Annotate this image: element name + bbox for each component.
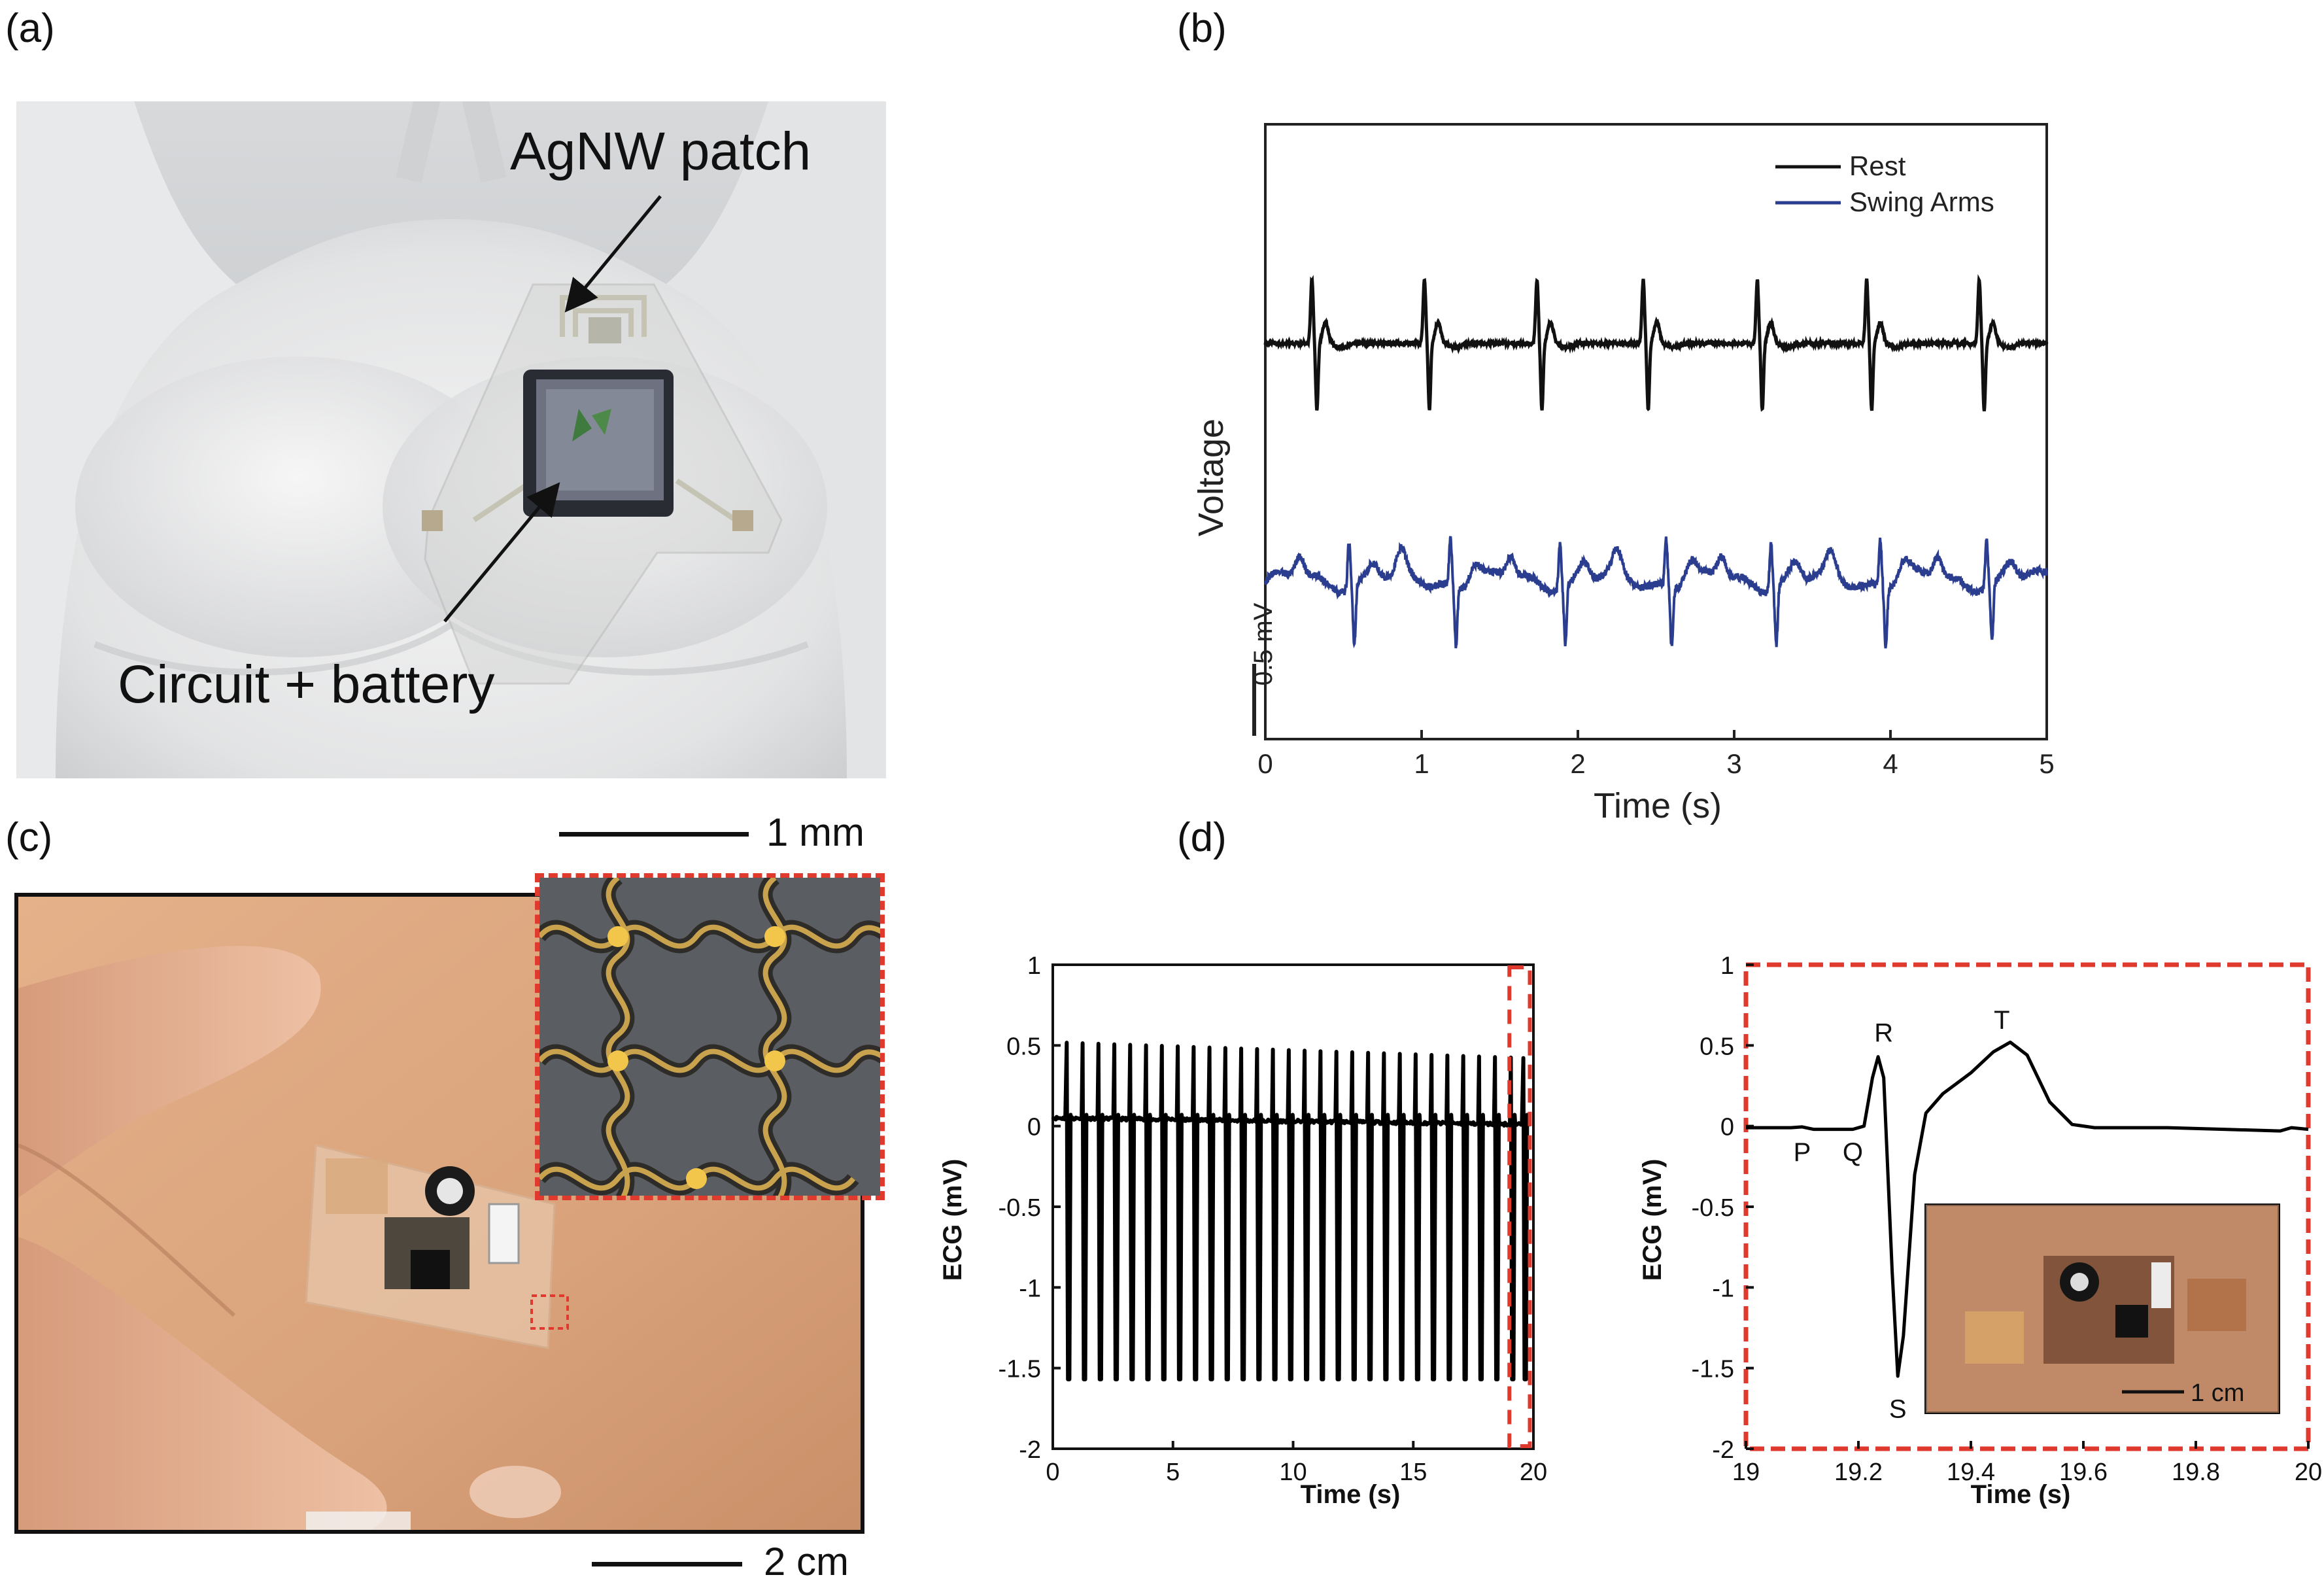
chart-d-right-xtick-label: 19.2: [1834, 1459, 1883, 1486]
wave-label-s: S: [1889, 1394, 1907, 1423]
chart-d-left-ytick-label: 1: [1027, 952, 1041, 980]
chart-b-frame: [1264, 123, 2048, 740]
chart-d-left-ylabel: ECG (mV): [938, 1159, 967, 1281]
chart-d-left-xtick-label: 20: [1520, 1459, 1547, 1486]
chart-b-xtick-label: 3: [1726, 748, 1741, 779]
chart-d-left-xtick-label: 0: [1046, 1459, 1059, 1486]
chart-d-left-ytick-label: 0.5: [1006, 1033, 1041, 1060]
chart-b-xtick-label: 2: [1570, 748, 1585, 779]
chart-d-left-xlabel: Time (s): [1301, 1480, 1401, 1509]
chart-d-left-xtick-label: 5: [1166, 1459, 1180, 1486]
chart-d-right: 1 0.5 0 -0.5 -1 -1.5 -219 19.2 19.4 19.6 19.8 20 P Q…: [1638, 952, 2322, 1509]
device-inset-photo: [1924, 1203, 2280, 1414]
wave-label-p: P: [1794, 1138, 1811, 1167]
chart-b-xtick-label: 1: [1414, 748, 1429, 779]
scale-bar-2cm: [592, 1562, 742, 1566]
scale-label-2cm: 2 cm: [764, 1540, 849, 1583]
chart-d-left-xtick-label: 15: [1399, 1459, 1427, 1486]
arrow-to-circuit: [443, 482, 560, 623]
wave-label-q: Q: [1843, 1138, 1863, 1167]
chart-d-right-ylabel: ECG (mV): [1638, 1159, 1667, 1281]
chart-d-right-xtick-label: 19.4: [1947, 1459, 1995, 1486]
chart-b-xtick-label: 4: [1883, 748, 1898, 779]
chart-b-xtick-label: 0: [1257, 748, 1273, 779]
highlight-window: [1507, 965, 1532, 1448]
panel-d-letter: (d): [1177, 815, 1227, 860]
wave-label-t: T: [1994, 1006, 2009, 1035]
panel-b-letter: (b): [1177, 6, 1227, 51]
chart-d-right-ytick-label: -0.5: [1692, 1194, 1734, 1222]
wave-label-r: R: [1874, 1019, 1893, 1048]
panel-a-arrows: [443, 195, 662, 623]
legend-swing-label: Swing Arms: [1849, 186, 1994, 217]
legend-rest-label: Rest: [1849, 150, 1906, 181]
chart-d-right-xtick-label: 19.8: [2172, 1459, 2220, 1486]
chart-d-left-ytick-label: -0.5: [999, 1194, 1041, 1222]
chart-d-left-ytick-label: -1.5: [999, 1356, 1041, 1383]
mannequin-illustration: [16, 101, 886, 778]
scale-bar-label: 0.5 mV: [1249, 602, 1278, 685]
series-rest-line: [1263, 273, 2049, 412]
mannequin-photo: [16, 101, 886, 778]
label-agnw-patch: AgNW patch: [510, 122, 812, 181]
chart-d-right-xtick-label: 19.6: [2059, 1459, 2108, 1486]
chart-b-xtick-label: 5: [2039, 748, 2053, 779]
panel-c-letter: (c): [5, 815, 53, 860]
chart-d-left-ytick-label: 0: [1027, 1114, 1041, 1141]
chart-d-left-xtick-label: 10: [1279, 1459, 1307, 1486]
chart-d-right-ytick-label: 1: [1720, 952, 1734, 980]
series-swing-arms-line: [1264, 536, 2048, 649]
label-circuit-battery: Circuit + battery: [118, 655, 495, 714]
chart-d-right-xtick-label: 20: [2295, 1459, 2322, 1486]
chart-b-xlabel: Time (s): [1594, 786, 1722, 825]
chart-b-ylabel: Voltage: [1191, 419, 1231, 536]
chart-d-right-ytick-label: 0: [1720, 1114, 1734, 1141]
ecg-trace-20s: [1051, 1041, 1532, 1381]
chart-d-right-ytick-label: -1: [1712, 1275, 1734, 1302]
inset-scale-label: 1 cm: [2191, 1379, 2244, 1407]
chart-b: 0 1 2 3 4 5 Rest Swing Arms Voltage 0.5 mV Ti…: [1191, 123, 2053, 825]
chart-d-right-ytick-label: -2: [1712, 1436, 1734, 1464]
microscope-inset: [535, 873, 885, 1200]
chart-d-right-ytick-label: 0.5: [1700, 1033, 1734, 1060]
chart-d-right-xlabel: Time (s): [1971, 1480, 2071, 1509]
chart-d-right-ytick-label: -1.5: [1692, 1356, 1734, 1383]
serpentine-mesh-illustration: [539, 878, 880, 1196]
chart-b-legend: Rest Swing Arms: [1775, 150, 1994, 217]
chart-d-right-xtick-label: 19: [1732, 1459, 1760, 1486]
chart-d-left-ytick-label: -1: [1019, 1275, 1041, 1302]
chart-d-left-ytick-label: -2: [1019, 1436, 1041, 1464]
scale-label-1mm: 1 mm: [766, 810, 864, 854]
arrow-to-patch: [564, 195, 662, 313]
scale-bar-1mm: [559, 832, 749, 837]
ecg-single-beat-trace: [1746, 1040, 2309, 1378]
panel-a-letter: (a): [5, 6, 55, 51]
